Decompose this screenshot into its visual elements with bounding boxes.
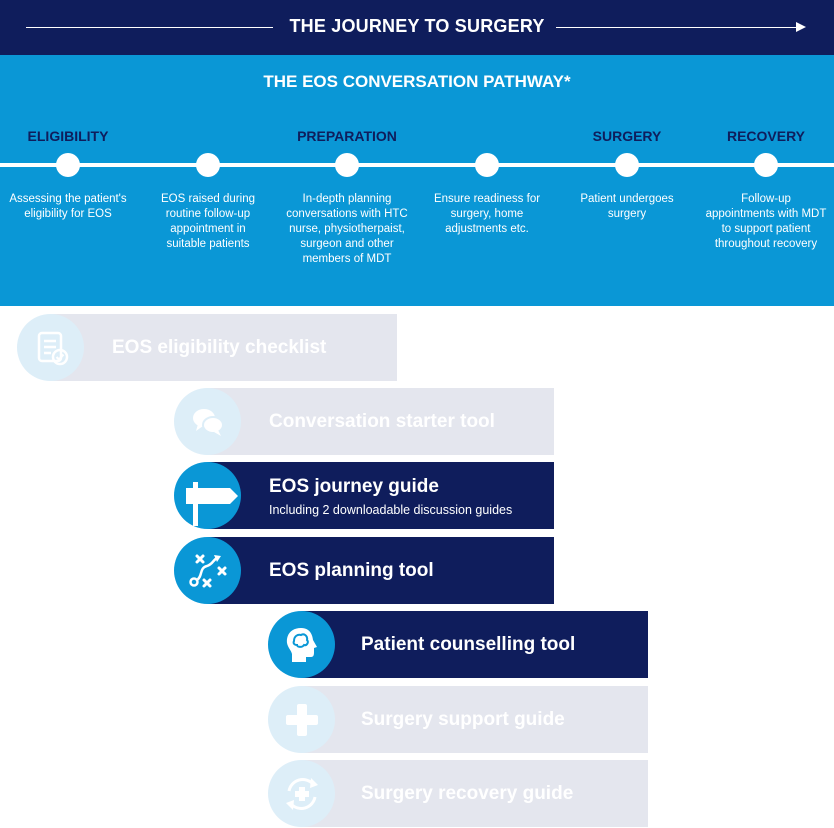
step-text-recovery: Follow-up appointments with MDT to suppo…	[705, 193, 827, 250]
journey-arrow-icon	[796, 22, 806, 32]
tool-label: EOS planning tool	[269, 560, 434, 581]
signpost-icon	[174, 462, 241, 529]
tool-bar	[302, 760, 648, 827]
timeline-dot	[615, 153, 639, 177]
step-text-planning: In-depth planning conversations with HTC…	[286, 193, 408, 265]
tool-surgery-recovery[interactable]: Surgery recovery guide	[268, 760, 648, 827]
timeline-dot	[335, 153, 359, 177]
timeline-dot	[196, 153, 220, 177]
tool-bar	[208, 388, 554, 455]
step-text-eligibility: Assessing the patient's eligibility for …	[9, 193, 127, 220]
pathway-panel: THE EOS CONVERSATION PATHWAY* ELIGIBILIT…	[0, 55, 834, 306]
timeline-line	[0, 163, 834, 167]
phase-eligibility: ELIGIBILITY	[27, 128, 109, 144]
journey-title: THE JOURNEY TO SURGERY	[289, 16, 545, 36]
strategy-icon	[174, 537, 241, 604]
tool-sublabel: Including 2 downloadable discussion guid…	[269, 503, 513, 517]
phase-preparation: PREPARATION	[297, 128, 397, 144]
plus-icon	[268, 686, 335, 753]
journey-line-left	[26, 27, 273, 28]
tool-label: Surgery recovery guide	[361, 783, 574, 804]
timeline-dot	[754, 153, 778, 177]
tool-bar	[51, 314, 397, 381]
tool-surgery-support[interactable]: Surgery support guide	[268, 686, 648, 753]
recovery-cycle-icon	[268, 760, 335, 827]
tool-label: EOS journey guide	[269, 476, 439, 497]
tool-bar	[208, 537, 554, 604]
step-text-readiness: Ensure readiness for surgery, home adjus…	[433, 193, 541, 235]
phase-surgery: SURGERY	[592, 128, 662, 144]
journey-banner: THE JOURNEY TO SURGERY	[0, 0, 834, 55]
tool-eligibility-checklist[interactable]: EOS eligibility checklist	[17, 314, 397, 381]
timeline-dot	[56, 153, 80, 177]
tool-bar	[302, 611, 648, 678]
tool-patient-counselling[interactable]: Patient counselling tool	[268, 611, 648, 678]
speech-bubbles-icon	[174, 388, 241, 455]
phase-recovery: RECOVERY	[726, 128, 806, 144]
tool-label: EOS eligibility checklist	[112, 337, 327, 358]
tool-bar	[302, 686, 648, 753]
tool-bar	[208, 462, 554, 529]
timeline-dot	[475, 153, 499, 177]
tool-label: Conversation starter tool	[269, 411, 495, 432]
tool-label: Surgery support guide	[361, 709, 565, 730]
tool-journey-guide[interactable]: EOS journey guide Including 2 downloadab…	[174, 462, 554, 529]
checklist-icon	[17, 314, 84, 381]
tool-label: Patient counselling tool	[361, 634, 576, 655]
tool-conversation-starter[interactable]: Conversation starter tool	[174, 388, 554, 455]
step-text-surgery: Patient undergoes surgery	[580, 193, 674, 220]
tool-planning[interactable]: EOS planning tool	[174, 537, 554, 604]
journey-line-right	[556, 27, 796, 28]
step-text-eos-raised: EOS raised during routine follow-up appo…	[161, 193, 255, 250]
pathway-title: THE EOS CONVERSATION PATHWAY*	[263, 72, 571, 91]
head-brain-icon	[268, 611, 335, 678]
